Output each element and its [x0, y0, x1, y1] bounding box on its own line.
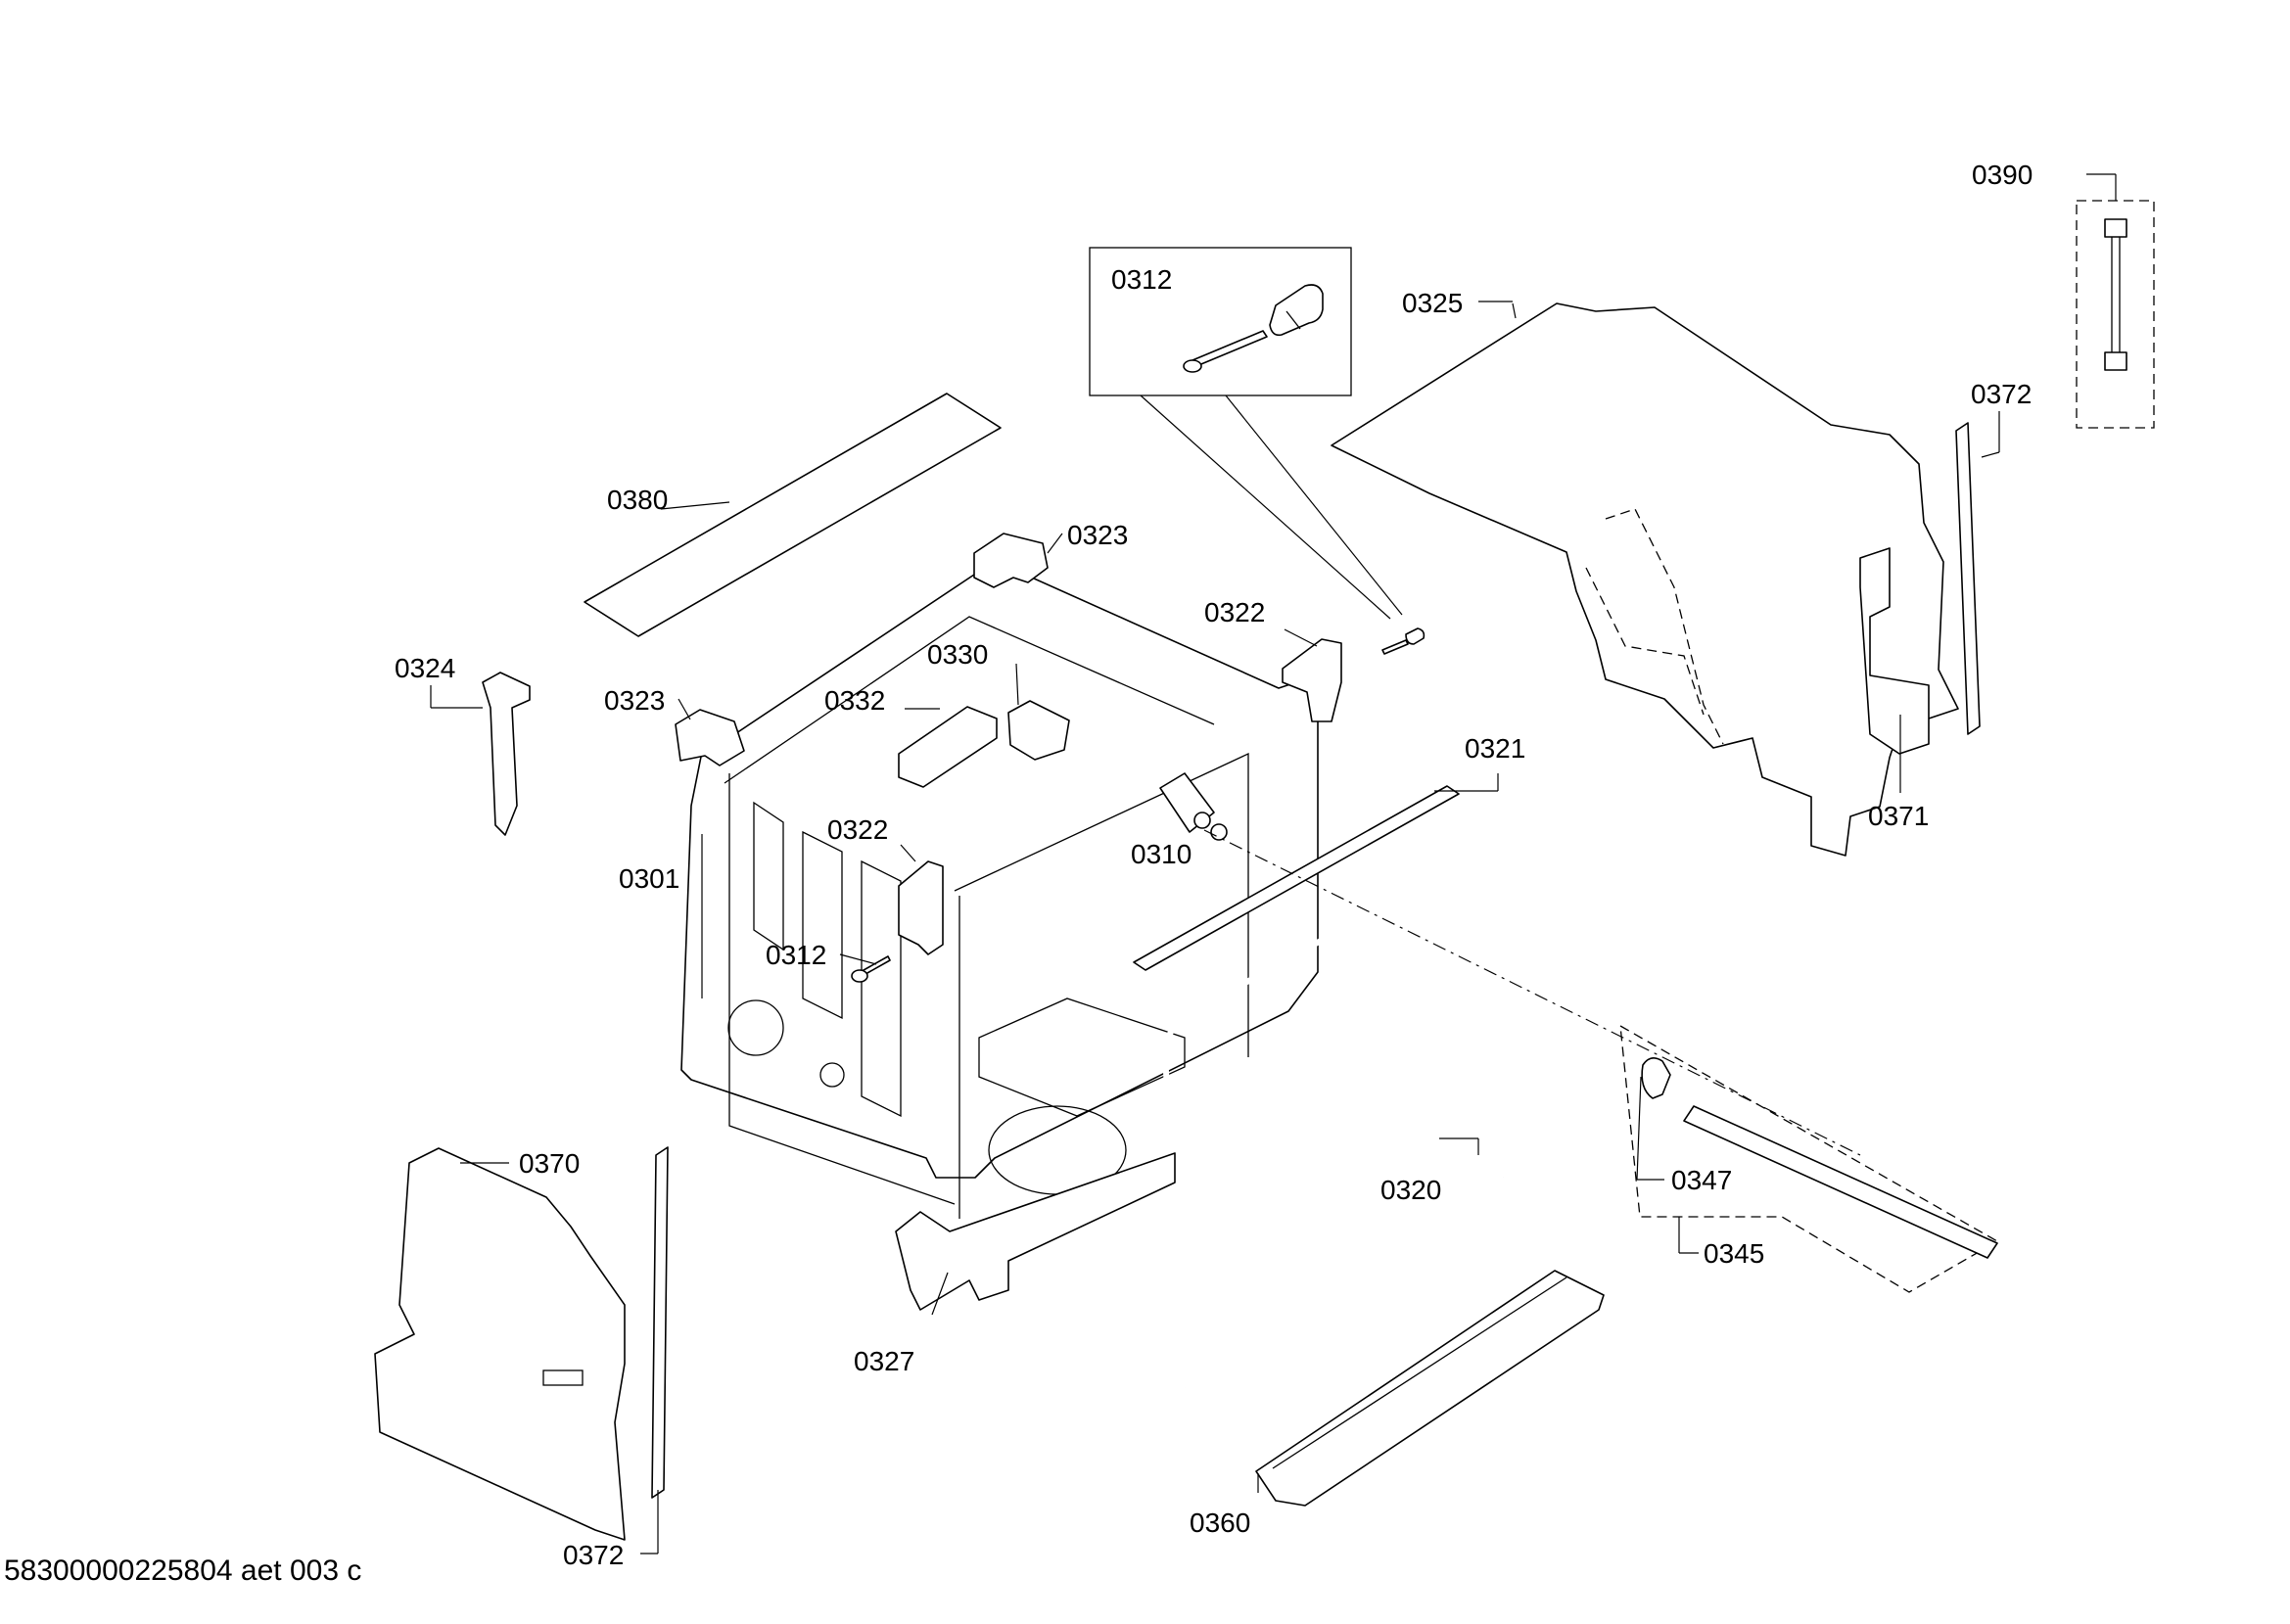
callout-0312-top: 0312 — [1111, 264, 1172, 295]
callout-0330: 0330 — [927, 639, 988, 670]
part-0330 — [1007, 663, 1070, 761]
part-0380 — [584, 393, 1002, 637]
part-0324 — [430, 672, 531, 836]
detail-inset-0312 — [1089, 247, 1403, 620]
callout-0301: 0301 — [619, 863, 679, 894]
part-0321-seal — [1133, 773, 1499, 971]
part-0370-sidepanel — [374, 1147, 626, 1541]
part-0332 — [898, 706, 998, 788]
part-0345-group — [1619, 1024, 1999, 1293]
document-id: 58300000225804 aet 003 c — [4, 1554, 362, 1587]
assembly-axis — [1203, 829, 1861, 1156]
callout-0372-right: 0372 — [1971, 379, 2032, 409]
part-0372-left — [640, 1146, 669, 1554]
callout-0370: 0370 — [519, 1148, 580, 1179]
callout-0332: 0332 — [824, 685, 885, 716]
callout-0372-left: 0372 — [563, 1540, 624, 1570]
callout-0322-mid: 0322 — [827, 814, 888, 845]
callout-0380: 0380 — [607, 485, 668, 515]
callout-0371: 0371 — [1868, 801, 1929, 831]
part-0323-top — [973, 533, 1063, 588]
part-0372-right — [1955, 411, 2000, 735]
callout-0324: 0324 — [395, 653, 455, 683]
callout-0323-top: 0323 — [1067, 520, 1128, 550]
callout-0360: 0360 — [1190, 1508, 1250, 1538]
callout-0322-top: 0322 — [1204, 597, 1265, 627]
part-0312-screw — [839, 953, 891, 983]
screw-part — [1381, 627, 1425, 655]
callout-0312-mid: 0312 — [766, 940, 826, 970]
part-0323-left — [675, 698, 745, 766]
callout-0327: 0327 — [854, 1346, 914, 1376]
part-0390 — [2076, 173, 2155, 429]
callout-0345: 0345 — [1704, 1238, 1764, 1269]
callout-0320: 0320 — [1380, 1175, 1441, 1205]
part-0301-tub — [680, 560, 1319, 1219]
part-0320-gasket — [1161, 863, 1506, 1389]
part-0360-kickplate — [1255, 1270, 1605, 1507]
part-0371 — [1859, 547, 1930, 793]
callout-0321: 0321 — [1465, 733, 1525, 764]
callout-0325: 0325 — [1402, 288, 1463, 318]
part-0327-base — [895, 1152, 1176, 1316]
callout-0323-left: 0323 — [604, 685, 665, 716]
callout-0347: 0347 — [1671, 1165, 1732, 1195]
part-0322-mid — [898, 844, 944, 955]
callout-0390: 0390 — [1972, 160, 2033, 190]
callout-0310: 0310 — [1131, 839, 1192, 869]
part-0322-top — [1282, 628, 1342, 722]
